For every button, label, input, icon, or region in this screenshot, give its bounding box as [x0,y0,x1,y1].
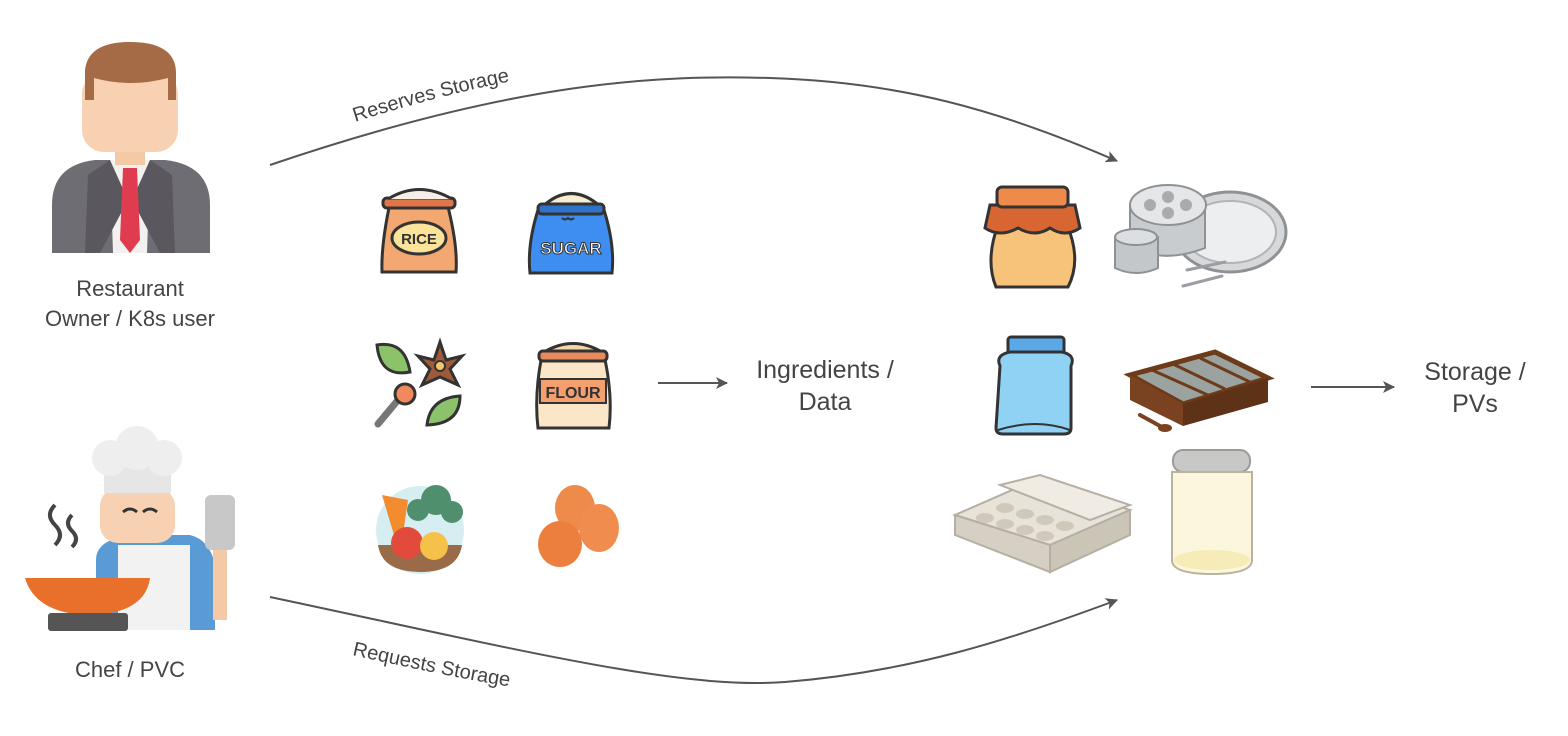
restaurant-owner-icon [52,42,210,253]
requests-storage-label: Requests Storage [351,638,512,691]
sugar-bag-icon: SUGAR [527,192,615,275]
wooden-spice-box-icon [1123,349,1275,432]
chef-icon [25,426,235,631]
egg-tray-icon [952,473,1133,574]
spices-icon [374,337,467,428]
requests-storage-arrow [269,596,1118,685]
reserves-storage-arrow [269,76,1118,166]
svg-text:SUGAR: SUGAR [540,239,601,258]
rice-bag-icon: RICE [380,188,458,274]
blue-jar-icon [994,335,1074,436]
chef-label: Chef / PVC [74,657,186,682]
glass-jar-icon [1171,449,1253,576]
flour-bag-icon: FLOUR [535,342,612,430]
vegetables-bowl-icon [376,485,464,574]
svg-text:FLOUR: FLOUR [545,385,601,402]
eggs-icon [538,485,619,567]
ingredients-data-label: Ingredients / Data [756,356,894,416]
svg-text:RICE: RICE [401,231,437,248]
storage-pvs-label: Storage / PVs [1424,358,1526,418]
jar-with-cloth-lid-icon [983,185,1082,289]
steel-spice-box-icon [1114,184,1288,288]
restaurant-owner-label: Restaurant Owner / K8s user [45,276,215,331]
